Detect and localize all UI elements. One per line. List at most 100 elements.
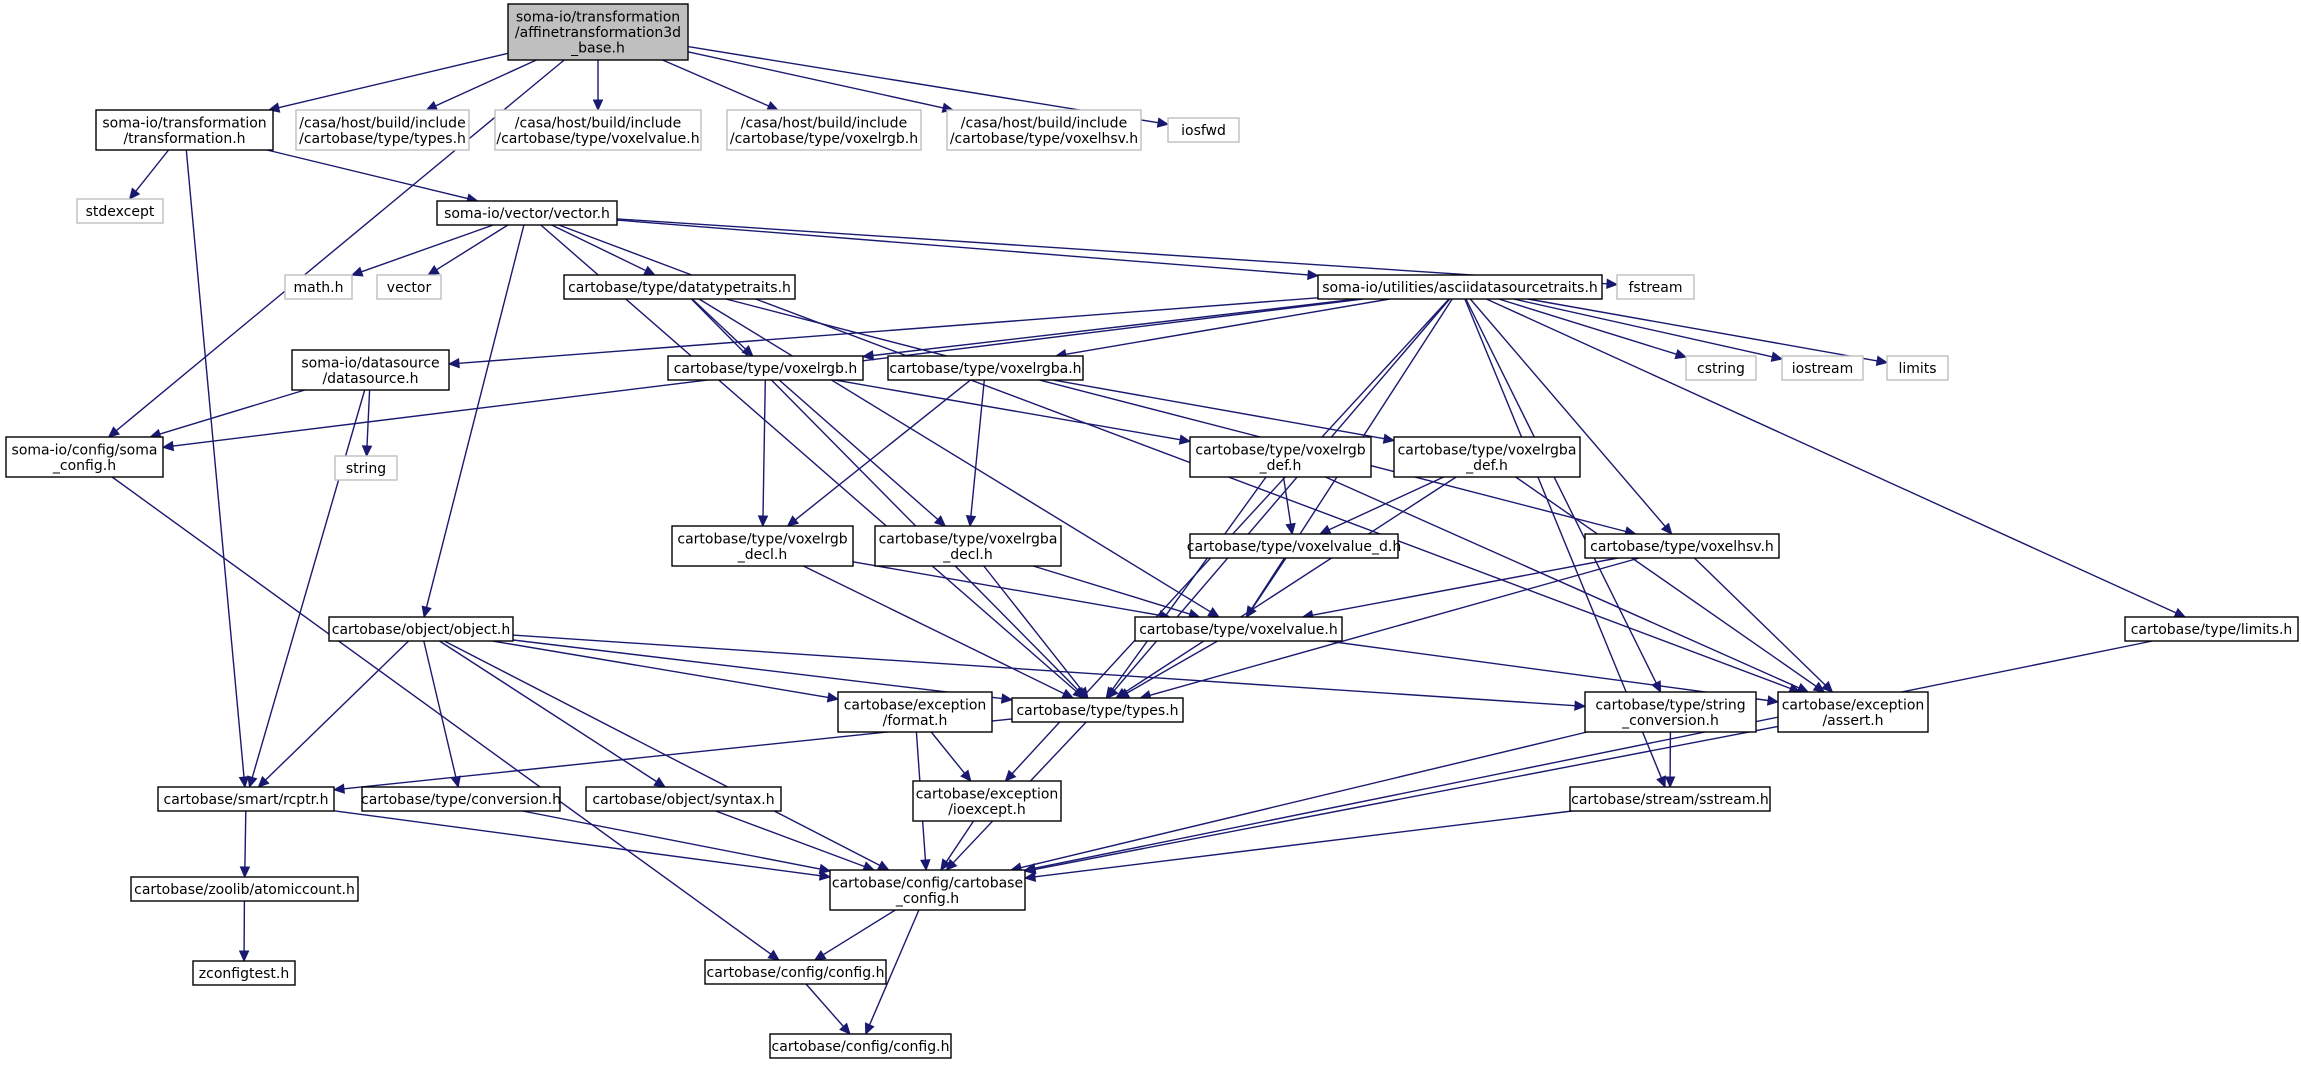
edge-line [834, 379, 1181, 441]
arrowhead-icon [1606, 278, 1619, 290]
edge-line [551, 224, 647, 272]
arrowhead-icon [1105, 686, 1117, 699]
node-box [704, 959, 887, 985]
edge-line [805, 983, 844, 1027]
edge-cbconfig-to-config [813, 909, 896, 961]
arrowhead-icon [421, 605, 432, 619]
node-voxelrgba[interactable]: cartobase/type/voxelrgba.h [887, 355, 1084, 381]
node-config2[interactable]: cartobase/config/config.h [769, 1033, 952, 1059]
node-syntax[interactable]: cartobase/object/syntax.h [585, 786, 782, 812]
node-ioexcept[interactable]: cartobase/exception/ioexcept.h [912, 780, 1062, 822]
edge-transformation-to-stdexcept [128, 149, 170, 200]
arrowhead-icon [839, 1022, 851, 1035]
edge-line [423, 640, 457, 778]
node-voxelvalue_d[interactable]: cartobase/type/voxelvalue_d.h [1187, 533, 1401, 559]
node-limits: limits [1886, 355, 1949, 381]
edge-line [135, 149, 170, 192]
node-box [1569, 786, 1771, 812]
edge-line [278, 52, 509, 109]
edge-line [868, 909, 920, 1026]
edge-line [970, 379, 985, 517]
node-strconv[interactable]: cartobase/type/string_conversion.h [1584, 691, 1757, 733]
node-fstream: fstream [1616, 274, 1695, 300]
node-zconfigtest[interactable]: zconfigtest.h [192, 960, 296, 986]
node-root: soma-io/transformation/affinetransformat… [507, 3, 689, 61]
edge-line [725, 298, 1627, 533]
node-box [1134, 616, 1343, 642]
edge-line [1052, 379, 1385, 440]
node-types[interactable]: cartobase/type/types.h [1011, 697, 1184, 723]
arrowhead-icon [965, 515, 977, 528]
edge-line [1124, 476, 1457, 694]
node-box [1584, 691, 1757, 733]
edge-root-to-ext_voxelvalue [592, 60, 604, 112]
node-label: /assert.h [1822, 713, 1883, 729]
edge-voxelrgba_decl-to-types [983, 565, 1089, 699]
edge-line [1032, 565, 1191, 615]
node-voxelrgb[interactable]: cartobase/type/voxelrgb.h [667, 355, 864, 381]
edge-voxelrgb_def-to-assert [1325, 476, 1810, 693]
arrowhead-icon [238, 776, 250, 789]
edge-line [1515, 476, 1817, 687]
arrowhead-icon [1821, 680, 1834, 693]
node-format[interactable]: cartobase/exception/format.h [837, 691, 993, 733]
node-voxelrgba_def[interactable]: cartobase/type/voxelrgba_def.h [1393, 436, 1581, 478]
node-label: _decl.h [737, 547, 787, 563]
node-label: /transformation.h [123, 131, 245, 147]
edge-voxelvalue_d-to-voxelvalue [1245, 557, 1287, 619]
node-box [874, 525, 1062, 567]
arrowhead-icon [826, 692, 840, 703]
node-rcptr[interactable]: cartobase/smart/rcptr.h [157, 786, 335, 812]
node-voxelrgb_decl[interactable]: cartobase/type/voxelrgb_decl.h [671, 525, 854, 567]
arrowhead-icon [1004, 769, 1017, 782]
edge-object-to-types [512, 639, 1014, 704]
edge-line [333, 810, 821, 877]
node-sstream[interactable]: cartobase/stream/sstream.h [1569, 786, 1771, 812]
node-box [726, 109, 922, 151]
edge-voxelrgb_def-to-types [1105, 476, 1267, 699]
node-voxelvalue[interactable]: cartobase/type/voxelvalue.h [1134, 616, 1343, 642]
edge-line [687, 51, 944, 109]
node-config[interactable]: cartobase/config/config.h [704, 959, 887, 985]
edge-line [983, 565, 1083, 691]
node-conversion[interactable]: cartobase/type/conversion.h [361, 786, 561, 812]
node-object[interactable]: cartobase/object/object.h [328, 616, 514, 642]
node-voxelrgb_def[interactable]: cartobase/type/voxelrgb_def.h [1189, 436, 1372, 478]
node-box [1616, 274, 1695, 300]
node-label: cstring [1697, 361, 1745, 377]
node-typelimits[interactable]: cartobase/type/limits.h [2124, 616, 2299, 642]
edge-line [691, 298, 746, 350]
edge-line [1034, 810, 1573, 878]
node-voxelrgba_decl[interactable]: cartobase/type/voxelrgba_decl.h [874, 525, 1062, 567]
node-label: cartobase/config/cartobase [832, 875, 1023, 891]
node-label: cartobase/type/voxelrgb [1195, 442, 1365, 458]
node-math: math.h [284, 274, 353, 300]
node-voxelhsv[interactable]: cartobase/type/voxelhsv.h [1584, 533, 1780, 559]
arrowhead-icon [1061, 688, 1075, 699]
node-datasource[interactable]: soma-io/datasource/datasource.h [291, 349, 450, 391]
arrowhead-icon [1207, 606, 1220, 618]
node-box [2124, 616, 2299, 642]
node-box [328, 616, 514, 642]
node-label: string [346, 461, 386, 477]
node-datatypetraits[interactable]: cartobase/type/datatypetraits.h [563, 274, 796, 300]
node-atomiccount[interactable]: cartobase/zoolib/atomiccount.h [130, 876, 359, 902]
arrowhead-icon [1000, 693, 1014, 704]
arrowhead-icon [1077, 686, 1089, 699]
node-ascii[interactable]: soma-io/utilities/asciidatasourcetraits.… [1317, 274, 1603, 300]
node-somaconfig[interactable]: soma-io/config/soma_config.h [5, 436, 164, 478]
node-box [295, 109, 470, 151]
edge-line [361, 224, 494, 273]
edge-root-to-somaconfig [107, 59, 565, 438]
node-vector_h[interactable]: soma-io/vector/vector.h [436, 200, 618, 226]
edge-line [794, 379, 971, 521]
node-assert[interactable]: cartobase/exception/assert.h [1777, 691, 1929, 733]
node-cbconfig[interactable]: cartobase/config/cartobase_config.h [829, 869, 1026, 911]
node-label: cartobase/type/voxelrgb [677, 531, 847, 547]
edge-line [458, 297, 1319, 364]
edge-line [662, 59, 769, 107]
edge-line [1469, 298, 1666, 527]
node-box [1777, 691, 1929, 733]
node-transformation[interactable]: soma-io/transformation/transformation.h [95, 109, 274, 151]
